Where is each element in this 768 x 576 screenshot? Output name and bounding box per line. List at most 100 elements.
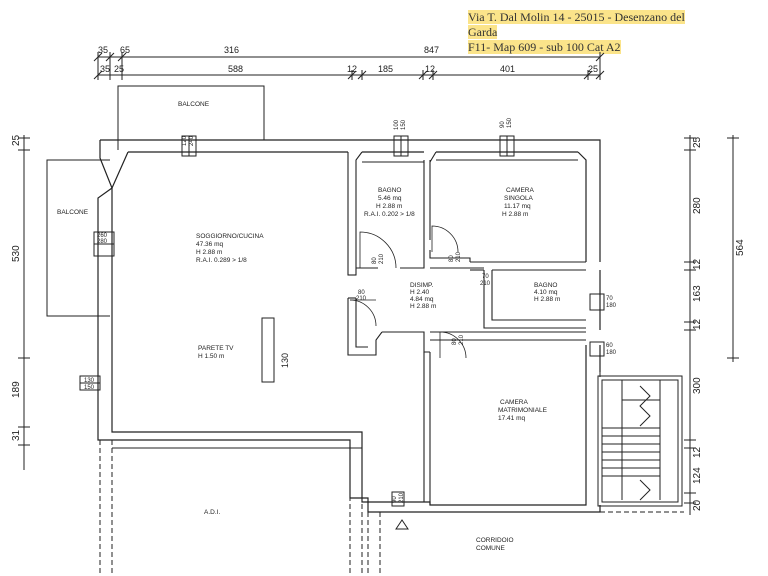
- label-camera-matrimoniale: CAMERA: [500, 399, 528, 406]
- bagno1-height: H 2.88 m: [376, 203, 402, 210]
- label-adi: A.D.I.: [204, 509, 220, 516]
- address-line-1: Via T. Dal Molin 14 - 25015 - Desenzano …: [468, 10, 685, 24]
- door-camera-a: 80: [449, 255, 455, 262]
- dim-top2-35: 35: [100, 64, 110, 74]
- dim-top2-588: 588: [228, 64, 243, 74]
- win-left-bottom-b: 150: [84, 385, 95, 391]
- door-sogg-a: 80: [358, 290, 365, 296]
- label-balcone-left: BALCONE: [57, 209, 89, 216]
- dimension-texts: 35 65 316 847 35 25 588 12 185 12 401 25…: [11, 45, 746, 511]
- dim-top2-25b: 25: [588, 64, 598, 74]
- dim-top2-12b: 12: [425, 64, 435, 74]
- camera-matrimoniale-name2: MATRIMONIALE: [498, 407, 548, 414]
- interior-walls: [347, 151, 586, 505]
- win-left-bottom-a: 130: [84, 378, 95, 384]
- opening-labels: 120 240 100 150 90 150 260 280 130 150 7…: [84, 117, 617, 503]
- disimp-area: 4.84 mq: [410, 296, 434, 303]
- door-matr-b: 210: [459, 334, 465, 345]
- dim-top2-12a: 12: [347, 64, 357, 74]
- camera-singola-height: H 2.88 m: [502, 211, 528, 218]
- win-top-bagno-a: 100: [394, 119, 400, 130]
- door-entry-b: 210: [399, 492, 405, 503]
- disimp-h2: H 2.88 m: [410, 303, 436, 310]
- door-bagno2-b: 210: [480, 281, 491, 287]
- dim-left-189: 189: [11, 381, 22, 398]
- dim-left-25: 25: [11, 134, 22, 146]
- door-camera-b: 210: [456, 251, 462, 262]
- entry-marker: [395, 519, 409, 530]
- win-top-camera-b: 150: [507, 117, 513, 128]
- soggiorno-area: 47.36 mq: [196, 241, 223, 248]
- bagno2-height: H 2.88 m: [534, 296, 560, 303]
- win-top-left-a: 120: [182, 135, 188, 146]
- disimp-h1: H 2.40: [410, 289, 430, 296]
- dim-right-280: 280: [692, 197, 703, 214]
- dim-right-564: 564: [735, 239, 746, 256]
- stairwell: [597, 375, 683, 507]
- label-bagno1: BAGNO: [378, 187, 401, 194]
- balcony-left: [46, 159, 110, 317]
- label-bagno2: BAGNO: [534, 282, 557, 289]
- camera-singola-area: 11.17 mq: [504, 203, 531, 210]
- bagno1-area: 5.46 mq: [378, 195, 402, 202]
- dim-right-12c: 12: [692, 446, 703, 458]
- dim-right-163: 163: [692, 285, 703, 302]
- room-labels: BALCONE BALCONE SOGGIORNO/CUCINA 47.36 m…: [57, 101, 560, 552]
- address-line-3: F11- Map 609 - sub 100 Cat A2: [468, 40, 621, 54]
- address-note: Via T. Dal Molin 14 - 25015 - Desenzano …: [468, 10, 704, 55]
- dim-right-300: 300: [692, 377, 703, 394]
- win-left-balcone-a: 260: [97, 233, 108, 239]
- dim-top-65: 65: [120, 45, 130, 55]
- dim-top-316: 316: [224, 45, 239, 55]
- soggiorno-height: H 2.88 m: [196, 249, 222, 256]
- label-balcone-top: BALCONE: [178, 101, 210, 108]
- corridoio-name2: COMUNE: [476, 545, 506, 552]
- win-right2-a: 60: [606, 343, 613, 349]
- right-dimension-lines: [684, 135, 739, 515]
- dim-right-124: 124: [692, 467, 703, 484]
- windows: [79, 135, 605, 507]
- dim-top-35: 35: [98, 45, 108, 55]
- win-right1-b: 180: [606, 303, 617, 309]
- door-sogg-b: 210: [356, 296, 367, 302]
- adjacent-unit-walls: [99, 440, 363, 576]
- door-swings: [349, 225, 467, 359]
- corridor-walls: [367, 511, 684, 576]
- dim-right-12b: 12: [692, 318, 703, 330]
- bagno2-area: 4.10 mq: [534, 289, 558, 296]
- win-right1-a: 70: [606, 296, 613, 302]
- camera-singola-name2: SINGOLA: [504, 195, 534, 202]
- label-disimp: DISIMP.: [410, 282, 434, 289]
- door-matr-a: 80: [452, 338, 458, 345]
- parete-tv-height: H 1.50 m: [198, 353, 224, 360]
- label-soggiorno: SOGGIORNO/CUCINA: [196, 233, 264, 240]
- win-right2-b: 180: [606, 350, 617, 356]
- dim-left-31: 31: [11, 429, 22, 441]
- balcony-top: [117, 85, 265, 150]
- top-dimension-lines: [93, 52, 605, 80]
- camera-matrimoniale-area: 17.41 mq: [498, 415, 525, 422]
- left-dimension-lines: [18, 135, 30, 470]
- dim-right-25: 25: [692, 136, 703, 148]
- address-line-2: Garda: [468, 25, 498, 39]
- door-entry-a: 90: [392, 496, 398, 503]
- win-top-camera-a: 90: [500, 121, 506, 128]
- dim-right-12a: 12: [692, 258, 703, 270]
- door-bagno2-a: 70: [482, 274, 489, 280]
- dim-top2-185: 185: [378, 64, 393, 74]
- dim-top2-401: 401: [500, 64, 515, 74]
- win-top-left-b: 240: [189, 135, 195, 146]
- dim-right-20: 20: [692, 499, 703, 511]
- label-camera-singola: CAMERA: [506, 187, 534, 194]
- bagno1-rai: R.A.I. 0.202 > 1/8: [364, 211, 415, 218]
- dim-top2-25: 25: [114, 64, 124, 74]
- win-top-bagno-b: 150: [401, 119, 407, 130]
- dim-left-530: 530: [11, 245, 22, 262]
- door-bagno1-a: 80: [372, 257, 378, 264]
- dim-top-847: 847: [424, 45, 439, 55]
- label-corridoio: CORRIDOIO: [476, 537, 514, 544]
- door-bagno1-b: 210: [379, 253, 385, 264]
- parete-tv-dim: 130: [280, 353, 290, 368]
- win-left-balcone-b: 280: [97, 239, 108, 245]
